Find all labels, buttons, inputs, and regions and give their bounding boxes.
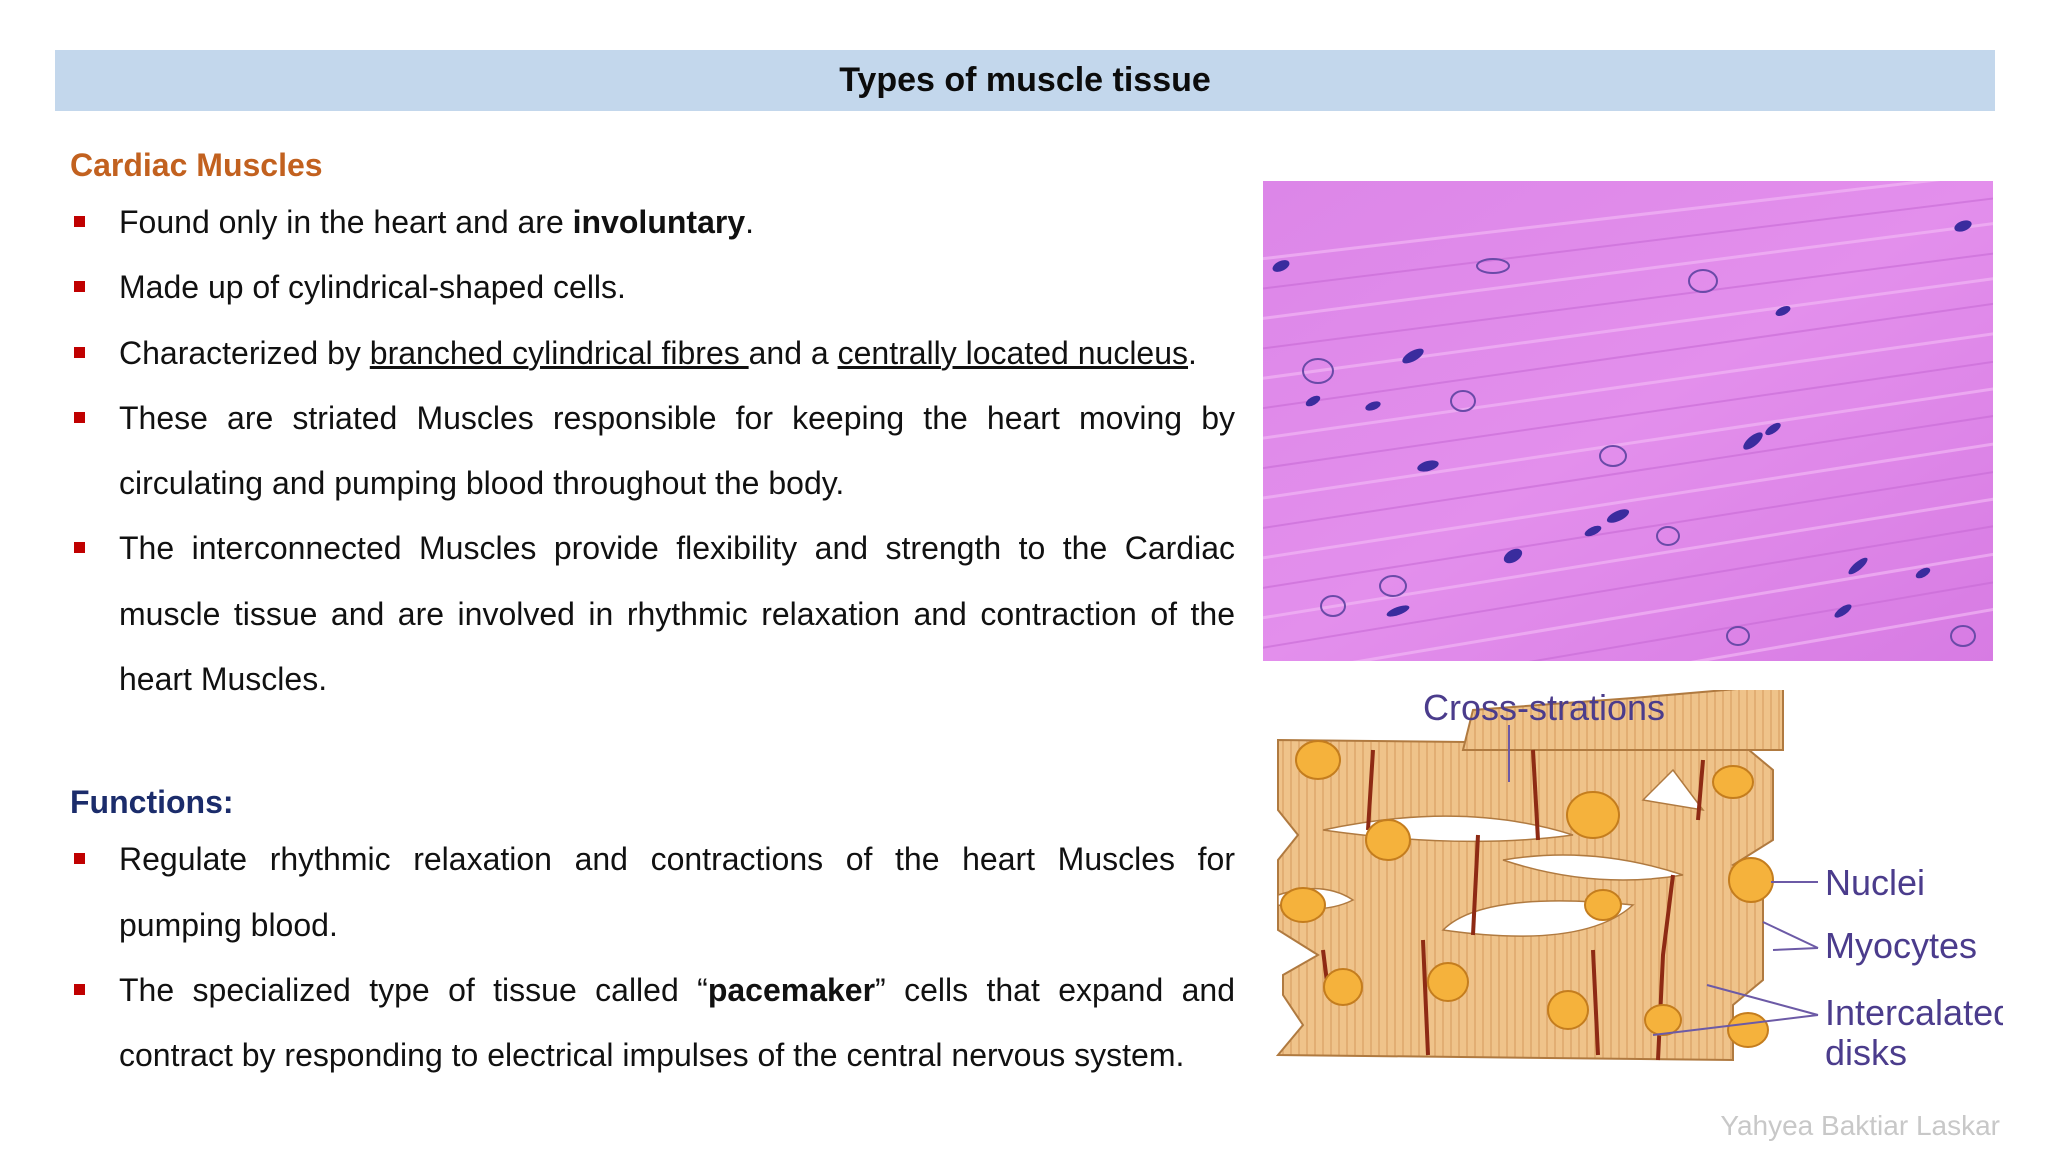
text-column: Cardiac Muscles Found only in the heart … <box>70 140 1235 1089</box>
bullet-text: Characterized by <box>119 334 370 371</box>
bullet-pacemaker: The specialized type of tissue called “p… <box>70 958 1235 1089</box>
cardiac-muscle-diagram: Cross-strations Nuclei Myocytes Intercal… <box>1263 683 2013 1100</box>
label-nuclei: Nuclei <box>1825 862 1925 903</box>
label-intercalated: Intercalated <box>1825 992 2003 1033</box>
bullet-characterized: Characterized by branched cylindrical fi… <box>70 321 1235 386</box>
bullet-text: ” cells that expand and contract by resp… <box>119 971 1236 1074</box>
label-disks: disks <box>1825 1032 1907 1073</box>
bold-involuntary: involuntary <box>572 204 746 240</box>
author-watermark: Yahyea Baktiar Laskar <box>1720 1110 2000 1141</box>
functions-bullets: Regulate rhythmic relaxation and contrac… <box>70 827 1235 1088</box>
functions-heading: Functions: <box>70 784 234 821</box>
bullet-text: . <box>745 204 754 240</box>
bullet-striated: These are striated Muscles responsible f… <box>70 386 1235 517</box>
underline-branched-fibres: branched cylindrical fibres <box>369 334 749 371</box>
cardiac-bullets: Found only in the heart and are involunt… <box>70 190 1235 712</box>
bullet-involuntary: Found only in the heart and are involunt… <box>70 190 1235 255</box>
bullet-regulate: Regulate rhythmic relaxation and contrac… <box>70 827 1235 958</box>
cardiac-heading: Cardiac Muscles <box>70 147 323 183</box>
underline-central-nucleus: centrally located nucleus <box>837 334 1189 371</box>
bullet-interconnected: The interconnected Muscles provide flexi… <box>70 516 1235 712</box>
cardiac-micrograph-image <box>1263 181 1993 661</box>
bullet-text: Found only in the heart and are <box>119 204 573 240</box>
bullet-text: and a <box>748 334 838 371</box>
label-myocytes: Myocytes <box>1825 925 1977 966</box>
label-cross-strations: Cross-strations <box>1423 690 1665 728</box>
bold-pacemaker: pacemaker <box>707 971 876 1008</box>
bullet-text: The specialized type of tissue called “ <box>119 971 708 1008</box>
slide-title: Types of muscle tissue <box>839 61 1211 99</box>
title-bar: Types of muscle tissue <box>55 50 1995 111</box>
bullet-cylindrical: Made up of cylindrical-shaped cells. <box>70 255 1235 320</box>
bullet-text: . <box>1188 334 1197 371</box>
